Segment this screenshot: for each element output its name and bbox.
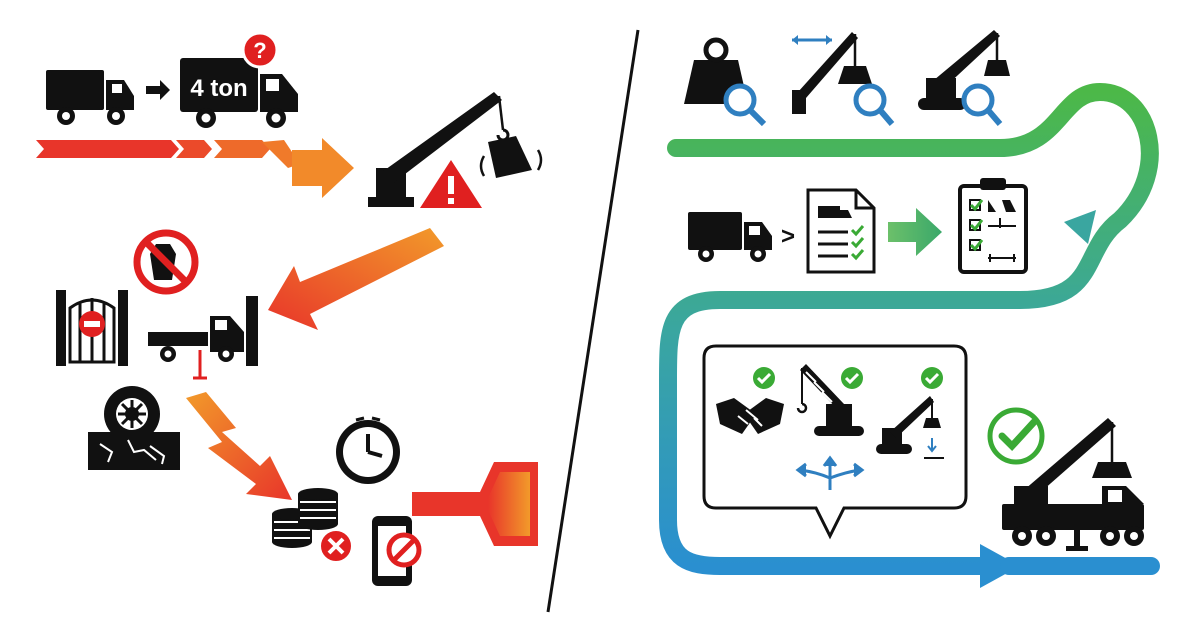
big-truck-icon: 4 ton xyxy=(180,58,298,128)
cancel-x-icon xyxy=(319,529,353,563)
path-tail xyxy=(1000,557,1160,575)
left-panel: 4 ton ? xyxy=(36,31,543,586)
approved-check-icon xyxy=(987,407,1045,465)
crawler-crane-inspect-icon xyxy=(918,30,1010,126)
clock-icon xyxy=(336,416,400,484)
truck-stuck-icon xyxy=(148,296,258,380)
crane-reach-inspect-icon xyxy=(792,32,895,126)
megaphone-icon xyxy=(412,462,538,546)
crane-lifting-icon xyxy=(368,92,543,207)
check-badge-1 xyxy=(753,367,775,389)
mini-crane-icon xyxy=(876,396,944,459)
weight-inspect-icon xyxy=(684,37,767,127)
coins-icon xyxy=(272,488,338,548)
question-badge-icon: ? xyxy=(241,31,279,69)
failure-arrow-3 xyxy=(186,392,292,500)
options-bubble xyxy=(702,344,968,540)
truck-capacity-label: 4 ton xyxy=(190,75,247,102)
success-path xyxy=(659,82,1159,575)
check-badge-3 xyxy=(921,367,943,389)
handshake-icon xyxy=(716,398,784,434)
failure-arrow-2 xyxy=(268,228,444,330)
phone-blocked-icon xyxy=(372,516,422,586)
right-arrow-icon xyxy=(146,80,170,100)
gate-blocked-icon xyxy=(56,290,128,366)
checklist-clipboard-icon xyxy=(958,178,1028,274)
small-truck-icon xyxy=(46,70,134,125)
truck-crane-icon xyxy=(1002,418,1144,551)
check-badge-2 xyxy=(841,367,863,389)
no-entry-sign-icon xyxy=(133,229,199,295)
truck-icon xyxy=(688,212,772,262)
tire-cracked-ground-icon xyxy=(88,386,180,470)
crawler-crane-icon xyxy=(796,364,864,436)
path-arrowhead-mid xyxy=(1064,210,1096,244)
warning-triangle-icon xyxy=(420,160,482,208)
chevron-arrow-band xyxy=(36,138,354,198)
right-panel: > xyxy=(659,30,1160,588)
panel-divider xyxy=(546,29,640,613)
direction-arrows-icon xyxy=(795,455,865,490)
green-arrow-icon xyxy=(888,208,942,256)
question-mark: ? xyxy=(253,38,266,63)
spec-sheet-icon xyxy=(806,188,876,274)
compare-sign: > xyxy=(781,223,795,250)
